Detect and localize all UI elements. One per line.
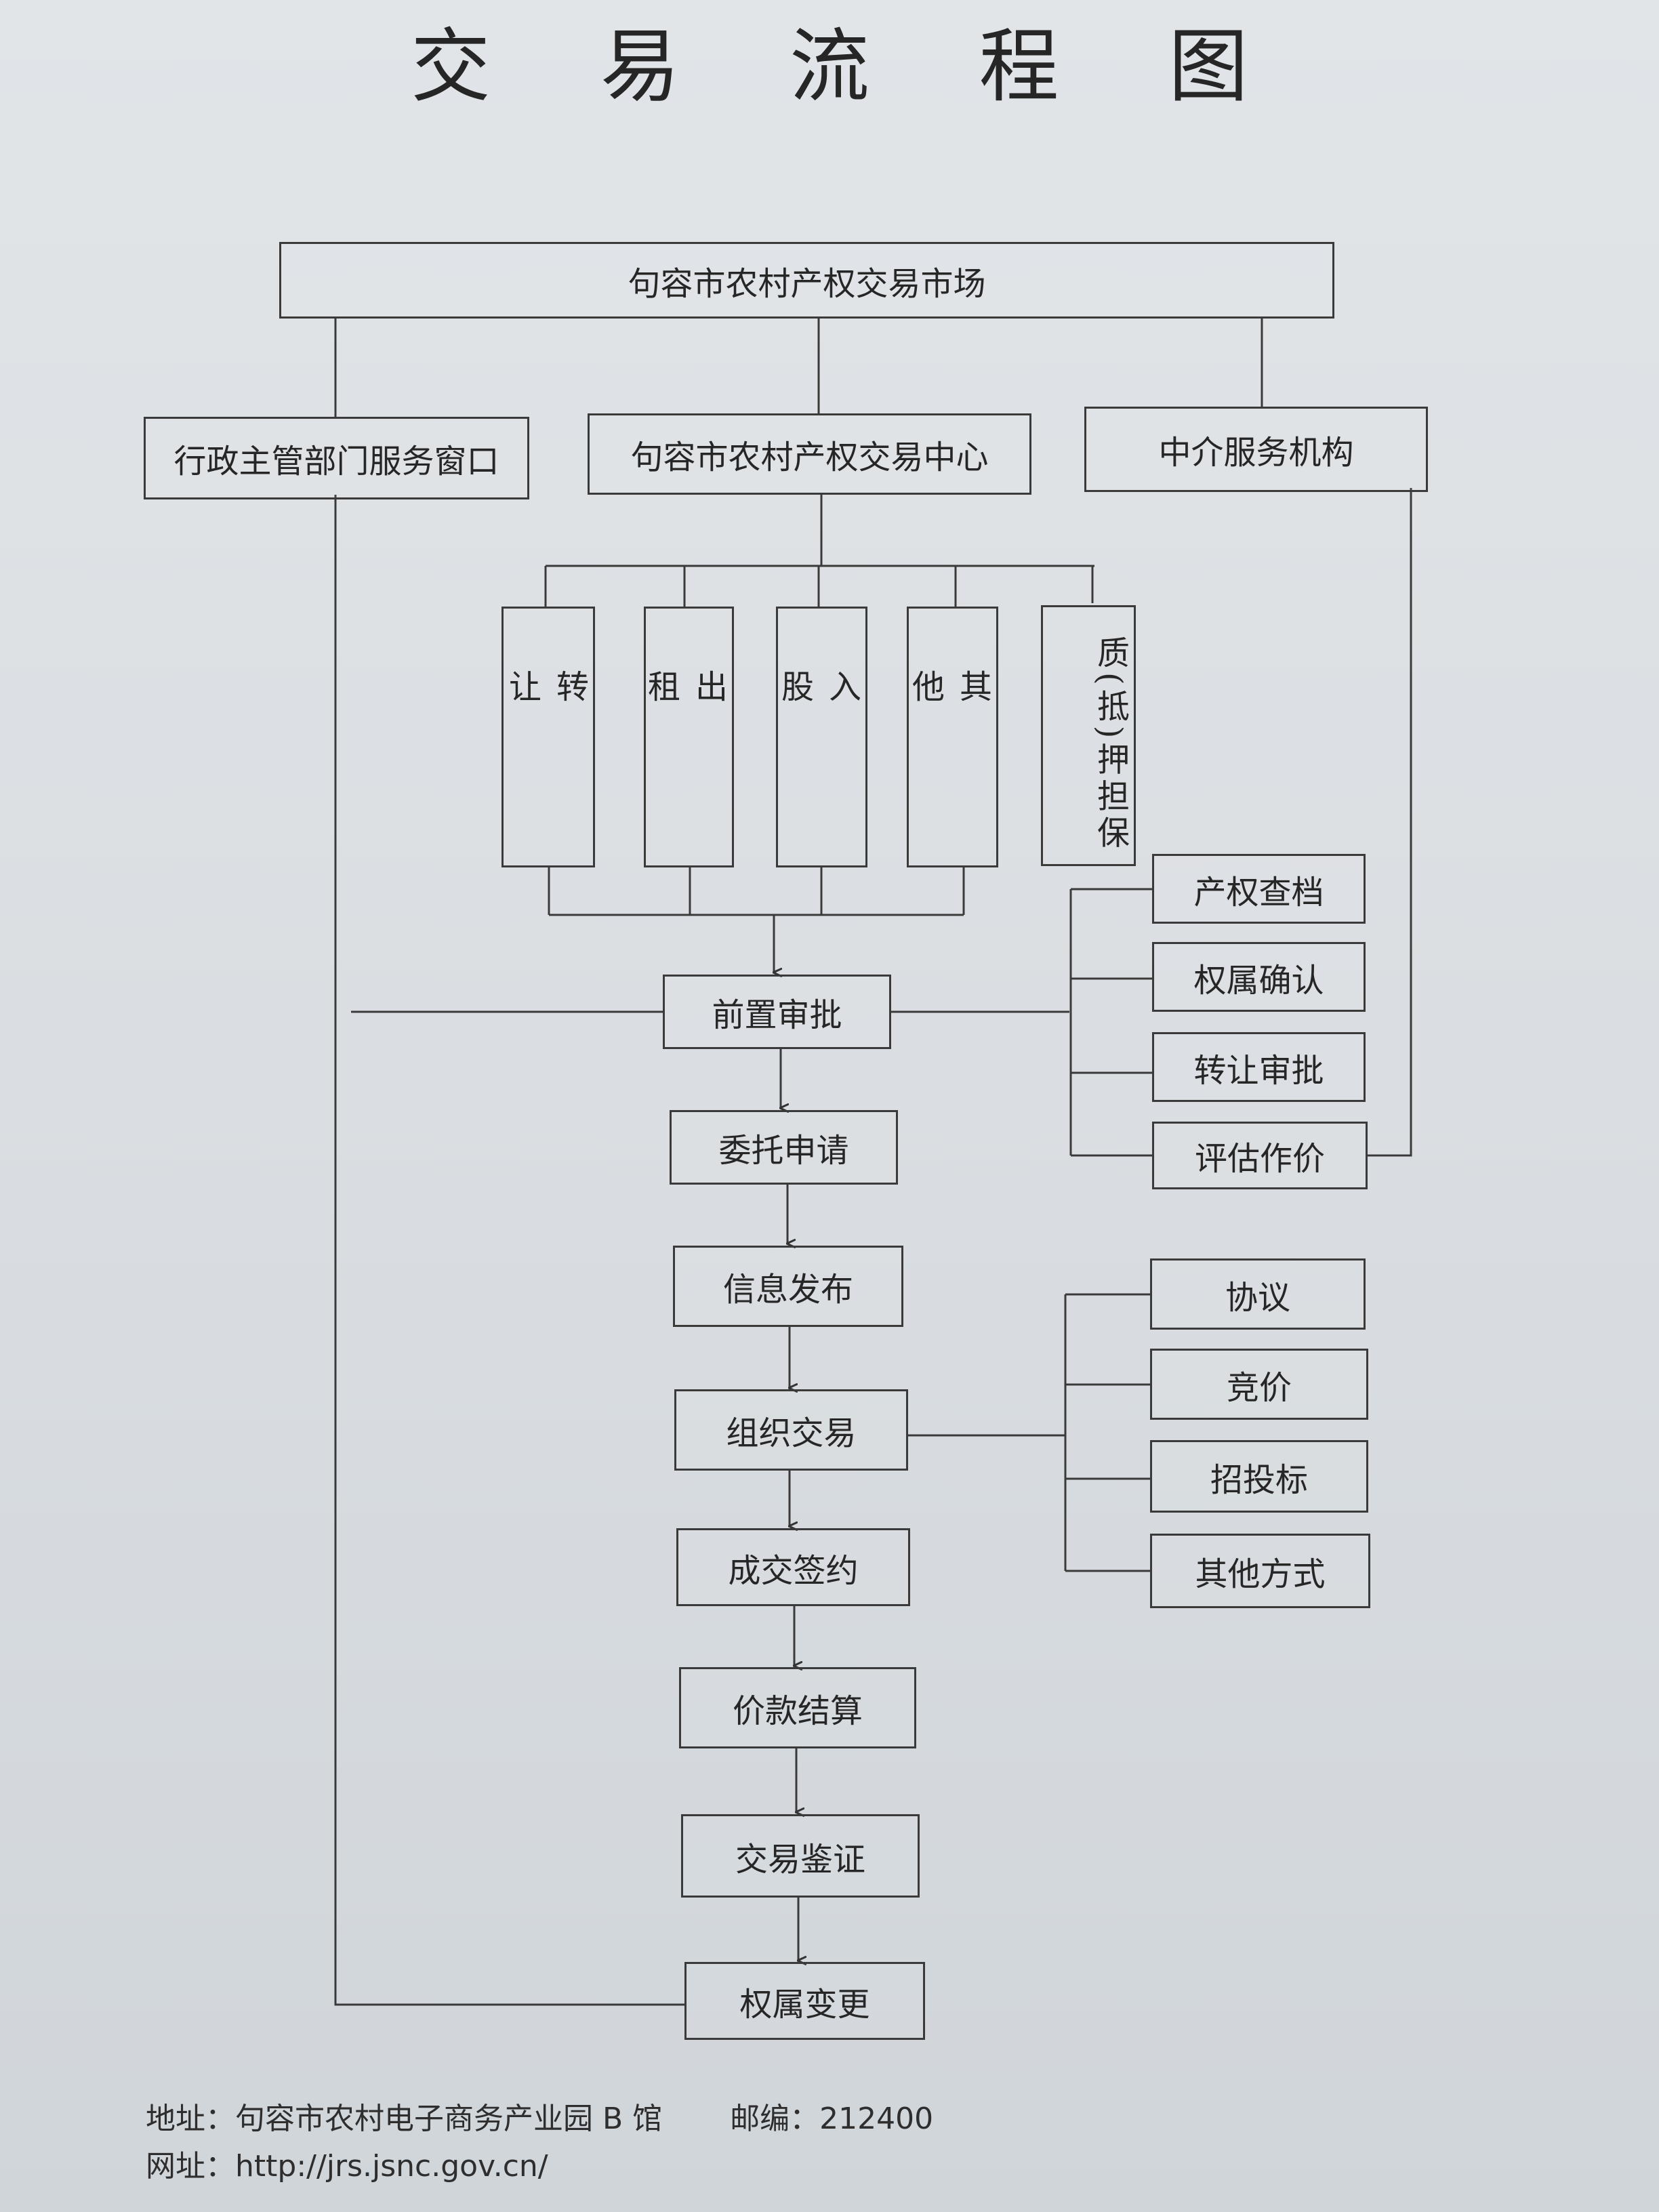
- organize-node: 组织交易: [674, 1389, 908, 1471]
- pre-approval-item-3: 转让审批: [1152, 1032, 1366, 1102]
- pre-approval-item-4: 评估作价: [1152, 1122, 1368, 1189]
- center-node: 句容市农村产权交易中心: [588, 413, 1031, 495]
- admin-window-node: 行政主管部门服务窗口: [144, 417, 529, 499]
- types-bottom-bus: [548, 867, 965, 915]
- type-transfer-node: 转 让: [501, 607, 595, 867]
- type-share-node: 入 股: [775, 607, 867, 867]
- pre-approval-item-2: 权属确认: [1152, 942, 1366, 1012]
- agency-to-valuation: [1366, 488, 1412, 1157]
- type-lease-node: 出 租: [642, 607, 734, 867]
- footer-address-line: 地址：句容市农村电子商务产业园 B 馆 邮编：212400: [146, 2094, 933, 2137]
- type-pledge-node: 质(抵)押担保: [1041, 605, 1136, 866]
- ownership-change-node: 权属变更: [684, 1962, 925, 2040]
- page-title: 交 易 流 程 图: [410, 20, 1291, 113]
- type-other-node: 其 他: [906, 607, 998, 867]
- postcode-label: 邮编：: [730, 2102, 820, 2136]
- trade-method-3: 招投标: [1150, 1440, 1368, 1513]
- entrust-node: 委托申请: [670, 1110, 898, 1185]
- address-label: 地址：: [146, 2102, 235, 2136]
- trade-method-4: 其他方式: [1150, 1534, 1370, 1608]
- address-value: 句容市农村电子商务产业园 B 馆: [235, 2102, 663, 2136]
- footer-website-line: 网址：http://jrs.jsnc.gov.cn/: [146, 2142, 548, 2185]
- pre-approval-item-1: 产权查档: [1152, 854, 1366, 924]
- website-link[interactable]: http://jrs.jsnc.gov.cn/: [235, 2149, 548, 2184]
- sign-node: 成交签约: [676, 1528, 910, 1606]
- pre-approval-node: 前置审批: [663, 975, 891, 1049]
- agency-node: 中介服务机构: [1084, 407, 1428, 492]
- website-label: 网址：: [146, 2149, 235, 2184]
- trade-method-2: 竞价: [1150, 1349, 1368, 1420]
- settle-node: 价款结算: [679, 1667, 916, 1748]
- admin-left-line: [334, 495, 684, 2006]
- market-node: 句容市农村产权交易市场: [279, 242, 1334, 319]
- postcode-value: 212400: [819, 2102, 934, 2136]
- verify-node: 交易鉴证: [681, 1814, 920, 1898]
- trade-method-1: 协议: [1150, 1258, 1366, 1330]
- publish-node: 信息发布: [673, 1246, 903, 1327]
